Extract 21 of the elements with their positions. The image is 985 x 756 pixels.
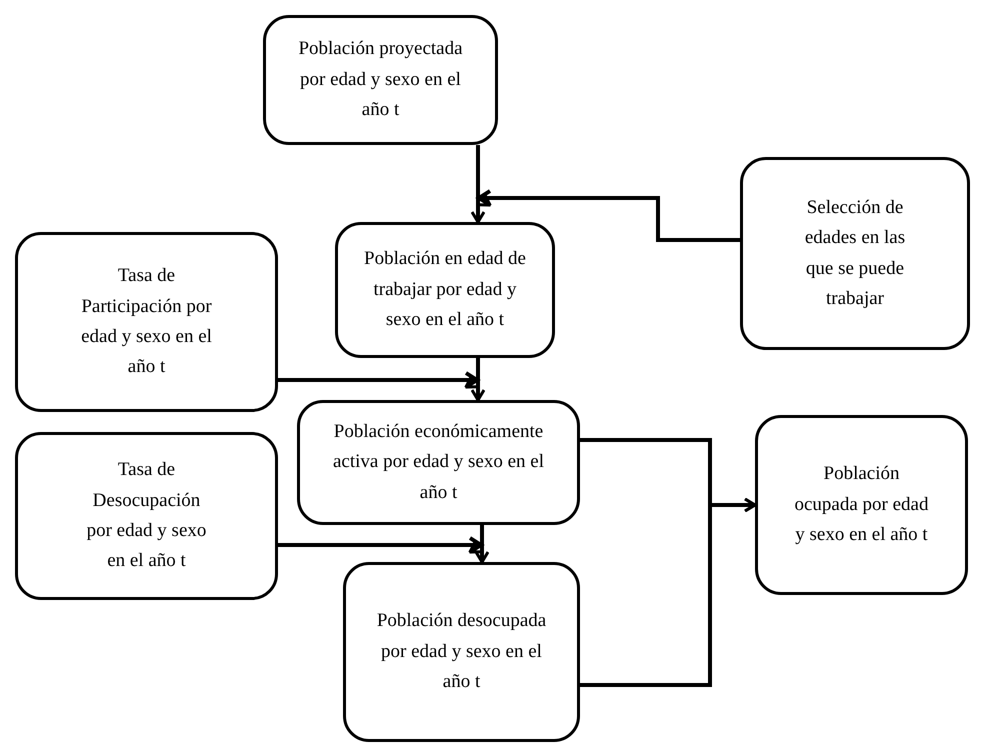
arrow — [580, 498, 756, 687]
arrow — [470, 358, 486, 402]
box-text: Selección de edades en las que se puede trabajar — [804, 196, 906, 311]
process-box — [297, 400, 580, 525]
box-text: Población en edad de trabajar por edad y sexo en el año t — [363, 247, 527, 332]
box-text: Población económicamente activa por edad y sexo en el año t — [332, 420, 546, 505]
process-box — [343, 562, 580, 742]
process-box — [263, 15, 498, 145]
box-text: Tasa de Desocupación por edad y sexo en el año t — [86, 458, 208, 574]
arrow — [475, 189, 742, 242]
box-text: Población ocupada por edad y sexo en el año t — [794, 462, 929, 548]
box-text: Tasa de Participación por edad y sexo en el año t — [80, 264, 213, 380]
process-box — [335, 222, 555, 358]
process-box — [755, 415, 968, 595]
box-text: Población proyectada por edad y sexo en el año t — [297, 37, 464, 122]
box-text: Población desocupada por edad y sexo en el año t — [376, 609, 548, 694]
arrow — [470, 145, 486, 224]
process-box — [15, 432, 278, 600]
process-box — [15, 232, 278, 412]
process-box — [740, 157, 970, 350]
arrow — [474, 525, 490, 564]
